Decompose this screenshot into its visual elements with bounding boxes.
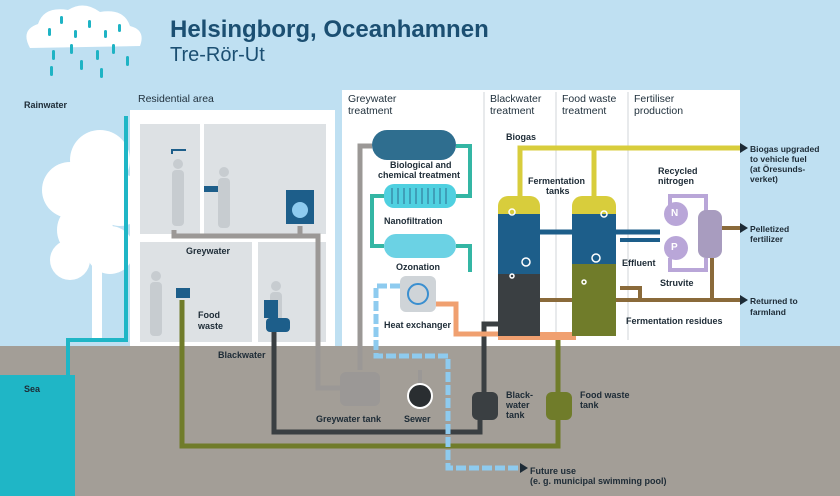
food-waste-tank [546, 392, 572, 420]
heat-exchanger-unit [400, 276, 436, 312]
toilet-icon [264, 300, 290, 332]
struvite-label: Struvite [660, 278, 694, 288]
rainwater-pipe [66, 116, 128, 375]
returned-label-1: Returned to [750, 296, 798, 306]
blackwater-tank-label-3: tank [506, 410, 525, 420]
phosphorus-reactor [664, 236, 688, 260]
biogas-pipe [517, 145, 740, 196]
blackwater-pipe [271, 332, 483, 435]
biogas-upgraded-label-4: verket) [750, 174, 778, 184]
sewer [407, 383, 433, 409]
biogas-label: Biogas [506, 132, 537, 142]
fermentation-tanks-label-1: Fermentation [528, 176, 586, 186]
heat-exchanger-label: Heat exchanger [384, 320, 452, 330]
shower-icon [171, 149, 186, 154]
food-waste-pipe [179, 300, 561, 449]
biogas-upgraded-label-2: to vehicle fuel [750, 154, 807, 164]
food-waste-treatment-label-1: Food waste [562, 93, 617, 105]
blackwater-tank-label-1: Black- [506, 390, 534, 400]
ozonation-unit [384, 234, 456, 258]
sea [0, 375, 75, 496]
food-waste-tank-label-1: Food waste [580, 390, 630, 400]
washing-machine-icon [286, 190, 314, 224]
sea-label: Sea [24, 384, 41, 394]
effluent-label: Effluent [622, 258, 656, 268]
greywater-treatment-label-2: treatment [348, 105, 393, 117]
tree-icon [42, 130, 146, 340]
greywater-tank-label: Greywater tank [316, 414, 382, 424]
recycled-nitrogen-label-2: nitrogen [658, 176, 694, 186]
pelletized-label-2: fertilizer [750, 234, 784, 244]
food-waste-label-1: Food [198, 310, 220, 320]
sink-icon [204, 186, 218, 192]
biogas-upgraded-label-3: (at Öresunds- [750, 164, 806, 174]
ozonation-label: Ozonation [396, 262, 440, 272]
future-use-label-1: Future use [530, 466, 577, 476]
nanofiltration-unit [384, 184, 456, 208]
bio-chem-unit [372, 130, 456, 160]
blackwater-treatment-label-2: treatment [490, 105, 535, 117]
biogas-upgraded-label-1: Biogas upgraded [750, 144, 820, 154]
fertiliser-production-label-1: Fertiliser [634, 93, 675, 105]
p-letter: P [671, 242, 678, 253]
rainwater-label: Rainwater [24, 100, 68, 110]
bio-chem-label-2: chemical treatment [378, 170, 461, 180]
fertiliser-production-label-2: production [634, 105, 684, 117]
nitrogen-reactor [664, 202, 688, 226]
pelletized-label-1: Pelletized [750, 224, 790, 234]
greywater-treatment-label-1: Greywater [348, 93, 397, 105]
greywater-label: Greywater [186, 246, 231, 256]
blackwater-tank-label-2: water [506, 400, 530, 410]
food-waste-tank-label-2: tank [580, 400, 599, 410]
blackwater-treatment-label-1: Blackwater [490, 93, 542, 105]
blackwater-tank [472, 392, 498, 420]
struvite-reactor [698, 210, 722, 258]
clean-water-pipe [373, 283, 520, 471]
food-waste-fermentation-tank [572, 196, 616, 336]
fermentation-tanks-label-2: tanks [546, 186, 570, 196]
residential-area-label: Residential area [138, 93, 214, 105]
page-subtitle: Tre-Rör-Ut [170, 44, 265, 66]
fermentation-residues-label: Fermentation residues [626, 316, 723, 326]
blackwater-label: Blackwater [218, 350, 266, 360]
treatment-pipe [456, 144, 472, 198]
page-title: Helsingborg, Oceanhamnen [170, 16, 489, 43]
greywater-tank [340, 372, 380, 406]
food-waste-treatment-label-2: treatment [562, 105, 607, 117]
future-use-label-2: (e. g. municipal swimming pool) [530, 476, 667, 486]
bio-chem-label-1: Biological and [390, 160, 452, 170]
rain-cloud-icon [26, 5, 142, 78]
n-letter: N [671, 208, 679, 219]
sewer-label: Sewer [404, 414, 431, 424]
recycled-nitrogen-label-1: Recycled [658, 166, 698, 176]
nanofiltration-label: Nanofiltration [384, 216, 443, 226]
returned-label-2: farmland [750, 307, 786, 317]
food-bin-icon [176, 288, 190, 298]
blackwater-fermentation-tank [498, 196, 540, 336]
food-waste-label-2: waste [198, 321, 224, 331]
greywater-pipe [171, 230, 340, 391]
